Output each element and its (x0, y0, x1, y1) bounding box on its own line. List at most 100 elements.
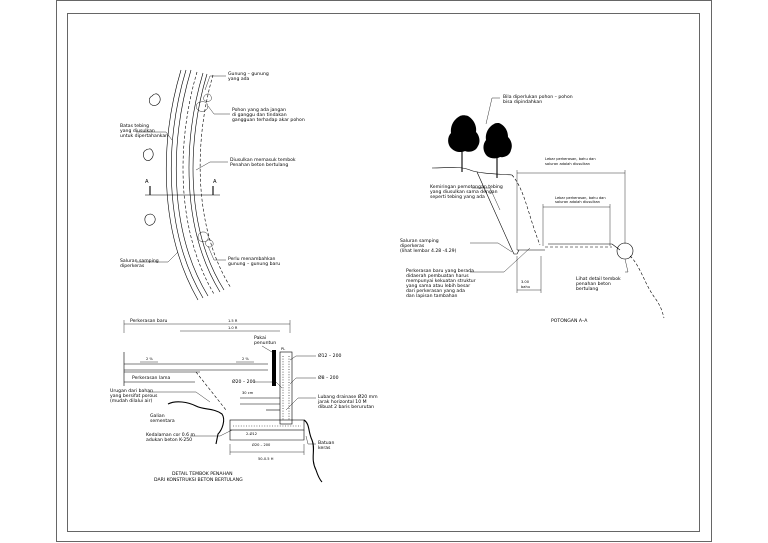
rock-2 (143, 148, 154, 161)
section-label-perkerasan-1: Perkerasan baru yang berada (406, 268, 474, 274)
detail-label-2b: 2 % (242, 357, 249, 361)
leader-d8 (289, 377, 316, 385)
section-label-lebar-total-2: saluran adalah diusulkan (545, 162, 590, 166)
section-label-dim1: 3.00 (521, 280, 530, 284)
leader-batas (136, 131, 173, 141)
detail-label-pakai-2: penuntun (254, 340, 276, 346)
road-curve-7 (199, 74, 232, 289)
leader-diusulkan (195, 161, 228, 171)
road-curve-5 (188, 72, 221, 293)
tree-2-crown (483, 123, 512, 159)
detail-label-perkerasan-lama: Perkerasan lama (132, 375, 170, 381)
section-label-lebar-total-1: Lebar perkerasan, bahu dan (545, 157, 596, 161)
road-curve-3 (175, 69, 209, 297)
leader-pohon (207, 105, 230, 115)
detail-label-d20b: Ø20 – 200 (252, 442, 271, 447)
plan-label-pohon-1: Pohon yang ada jangan (232, 107, 286, 113)
section-road-end (611, 243, 621, 251)
detail-label-uruggan-2: yang bersifat porous (110, 393, 158, 399)
section-label-lihat-3: bertulang (576, 286, 598, 292)
downhill-slope (629, 255, 665, 319)
leader-lihat (624, 258, 629, 273)
detail-label-lubang-2: jarak horizontal 10 M (317, 399, 367, 405)
guide-post (272, 350, 276, 386)
detail-title-2: DARI KONSTRUKSI BETON BERTULANG (154, 477, 243, 483)
section-view: Bila diperlukan pohon – pohon bisa dipin… (400, 94, 665, 324)
detail-label-10r: 1.0 R (228, 326, 238, 330)
plan-label-diusulkan-1: Diusulkan memasuk tembok (230, 157, 296, 163)
section-label-saluran-3: (lihat lembar 4.28 -4.29) (400, 248, 457, 254)
wall-stem (279, 351, 293, 425)
road-curve-1 (165, 69, 199, 301)
leader-d12a (289, 355, 316, 361)
section-label-perkerasan-6: dan lapisan tambahan (406, 293, 458, 299)
old-fill-slope (195, 371, 227, 411)
plan-label-batas-1: Batas tebing (120, 123, 149, 129)
footing-base (229, 430, 305, 441)
leader-gunung (204, 75, 226, 91)
section-label-lebar-2: saluran adalah diusulkan (555, 200, 600, 204)
detail-label-uruggan-3: (mudah dilalui air) (110, 398, 152, 404)
plan-label-pohon-2: di ganggu dan tindakan (232, 112, 287, 118)
plan-label-pohon-3: gangguan terhadap akar pohon (232, 117, 305, 123)
detail-label-pl: PL (281, 347, 285, 351)
leader-bila (485, 97, 500, 125)
rock-terrain-left (167, 401, 225, 445)
road-curve-6 (192, 73, 225, 291)
road-curve-2 (170, 69, 204, 299)
tree-1-crown (448, 115, 480, 153)
detail-label-uruggan-1: Urugan dari bahan (110, 388, 153, 394)
detail-title-1: DETAIL TEMBOK PENAHAN (172, 471, 233, 477)
leader-d20 (254, 381, 283, 389)
section-label-dim2: bahu (521, 285, 530, 289)
detail-label-galian-1: Galian (150, 413, 165, 419)
section-label-lihat-1: Lihat detail tembok (576, 276, 621, 282)
detail-label-dim: 50-0.5 H (258, 457, 274, 461)
detail-label-kedalaman-1: Kedalaman cor 0.6 m (146, 432, 196, 438)
plan-label-gunung: Gunung – gunung (228, 71, 269, 77)
plan-label-perlu-2: gunung – gunung baru (228, 261, 280, 267)
detail-label-galian-2: sementara (150, 418, 175, 424)
section-label-bila-2: bisa dipindahkan (503, 99, 542, 105)
detail-label-batuan-1: Batuan (318, 440, 334, 446)
detail-label-perkerasan-baru: Perkerasan baru (130, 318, 168, 324)
detail-label-d12a: Ø12 – 200 (318, 352, 342, 359)
section-label-perkerasan-3: mempunyai kekuatan struktur (406, 278, 476, 284)
plan-label-gunung-2: yang ada (228, 76, 250, 82)
detail-label-pakai-1: Pakai (254, 335, 266, 341)
detail-label-kedalaman-2: adukan beton K-250 (146, 437, 192, 443)
plan-label-batas-2: yang diusulkan (120, 128, 155, 134)
rock-terrain-right (303, 419, 323, 483)
leader-kedalaman (190, 429, 233, 437)
detail-label-lubang-3: dibuat 2 baris berurutan (318, 404, 374, 410)
section-label-perkerasan-2: didaerah pembuatan harus (406, 273, 469, 279)
section-ditch (511, 249, 520, 255)
wall-footing (229, 419, 305, 431)
plan-view: A A Gunung – gunung yang ada Pohon yang … (120, 69, 305, 301)
detail-label-2a: 2 % (146, 357, 153, 361)
section-label-lihat-2: penahan beton (576, 281, 611, 287)
leader-perkerasan (470, 247, 531, 273)
section-label-bila-1: Bila diperlukan pohon – pohon (503, 94, 573, 100)
leader-saluran-sec (470, 242, 513, 253)
plan-label-saluran-2: diperkeras (120, 263, 145, 269)
bush-2 (203, 93, 212, 102)
leader-pakai (261, 345, 273, 353)
plan-label-saluran-1: Saluran samping (120, 258, 159, 264)
section-label-saluran-2: diperkeras (400, 243, 425, 249)
rock-1 (149, 93, 161, 106)
bush-3 (197, 231, 209, 242)
cut-slope (476, 171, 513, 251)
bush-4 (205, 239, 214, 248)
section-label-kemiringan-3: seperti tebing yang ada (430, 194, 485, 200)
leader-saluran (136, 251, 179, 263)
detail-label-lubang-1: Lubang drainase Ø20 mm (318, 393, 378, 400)
existing-slope (511, 174, 541, 246)
detail-view: Perkerasan baru 1.5 R 1.0 R 2 % 2 % Perk… (110, 318, 378, 483)
inner-frame (67, 13, 700, 532)
section-label-saluran-1: Saluran samping (400, 238, 439, 244)
plan-label-perlu-1: Perlu menambahkan (228, 256, 276, 262)
section-label-lebar-1: Lebar perkerasan, bahu dan (555, 196, 606, 200)
detail-label-d8: Ø8 – 200 (318, 374, 339, 381)
